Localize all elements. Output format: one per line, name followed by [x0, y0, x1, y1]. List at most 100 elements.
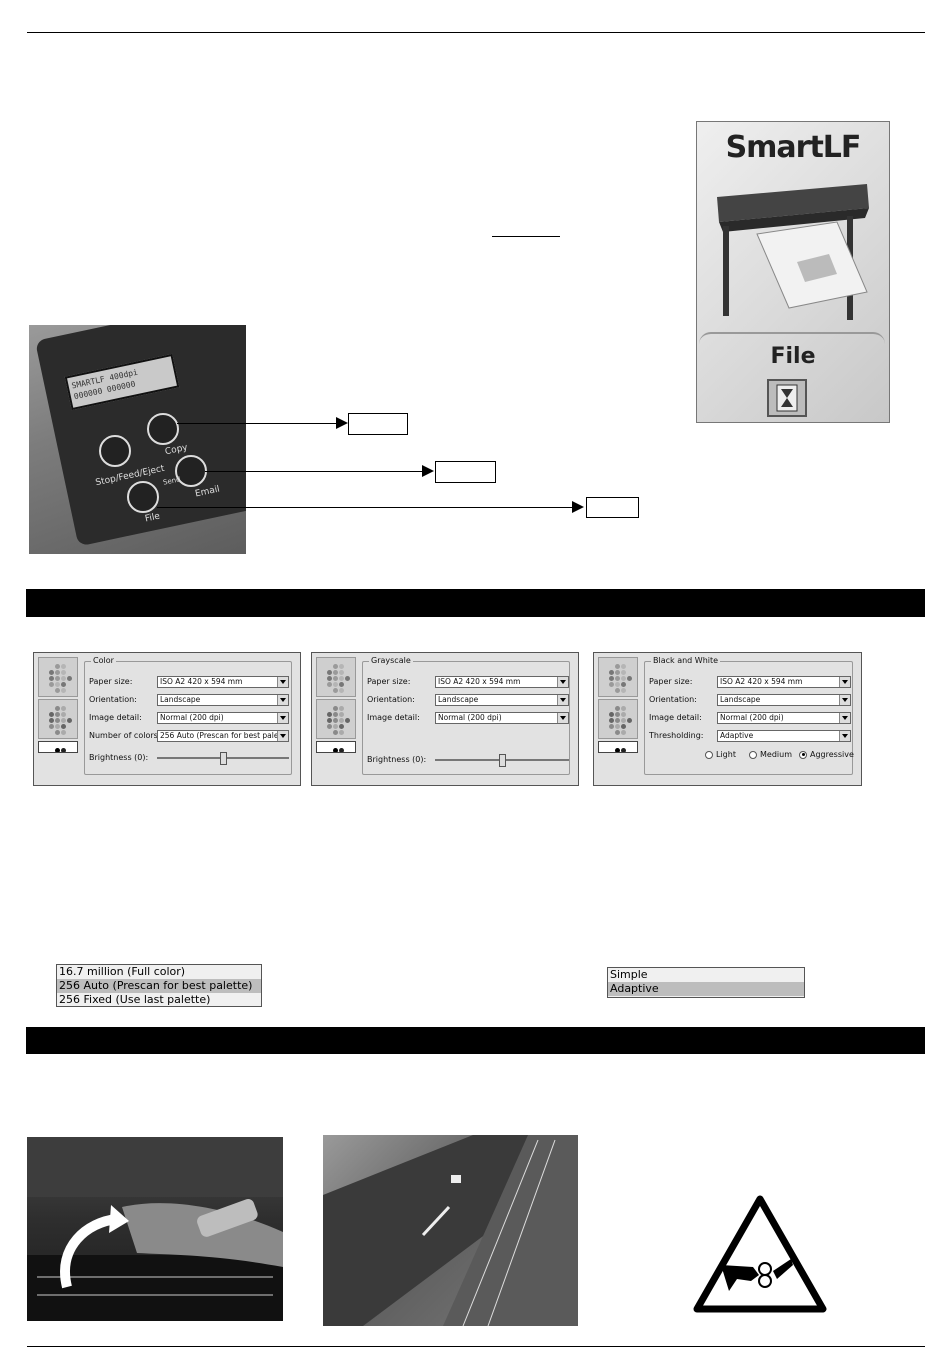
tab-dot-icon: [615, 676, 620, 681]
tab-dot-icon: [339, 676, 344, 681]
chevron-down-icon[interactable]: [277, 713, 288, 723]
callout-box-email: [435, 461, 496, 483]
tab-dot-icon: [339, 688, 344, 693]
chevron-down-icon[interactable]: [277, 731, 288, 741]
color-option-fixed[interactable]: 256 Fixed (Use last palette): [59, 993, 211, 1006]
thresholding-value: Adaptive: [720, 731, 754, 740]
chevron-down-icon[interactable]: [839, 677, 850, 687]
tab-dot-icon: [621, 730, 626, 735]
brightness-slider-thumb[interactable]: [220, 752, 227, 765]
tab-dot-icon: [339, 682, 344, 687]
tab-dot-icon: [621, 718, 626, 723]
threshold-option-adaptive[interactable]: Adaptive: [608, 982, 804, 996]
tab-dot-icon: [55, 718, 60, 723]
orientation-select[interactable]: Landscape: [157, 694, 289, 706]
tab-dot-icon: [49, 724, 54, 729]
radio-aggressive[interactable]: Aggressive: [799, 750, 854, 759]
grayscale-mode-tab[interactable]: [316, 699, 356, 739]
paper-size-select[interactable]: ISO A2 420 x 594 mm: [717, 676, 851, 688]
image-detail-select[interactable]: Normal (200 dpi): [435, 712, 569, 724]
tab-dot-icon: [615, 730, 620, 735]
paper-size-label: Paper size:: [89, 677, 133, 686]
scanner-bed-photo: [323, 1135, 578, 1326]
tab-dot-icon: [339, 748, 344, 752]
color-mode-tab[interactable]: [598, 657, 638, 697]
top-rule: [27, 32, 925, 33]
radio-light[interactable]: Light: [705, 750, 736, 759]
bw-mode-tab[interactable]: [316, 741, 356, 753]
bw-mode-tab[interactable]: [598, 741, 638, 753]
image-detail-value: Normal (200 dpi): [720, 713, 784, 722]
paper-size-value: ISO A2 420 x 594 mm: [438, 677, 521, 686]
color-group: Color Paper size: ISO A2 420 x 594 mm Or…: [84, 656, 292, 775]
tab-dot-icon: [55, 670, 60, 675]
tab-dot-icon: [333, 724, 338, 729]
section-bar-scan-settings: [26, 589, 925, 617]
paper-size-select[interactable]: ISO A2 420 x 594 mm: [435, 676, 569, 688]
chevron-down-icon[interactable]: [839, 731, 850, 741]
radio-aggressive-indicator[interactable]: [799, 750, 807, 759]
tab-dot-icon: [627, 676, 632, 681]
lid-opening-photo: [27, 1137, 283, 1321]
tab-dot-icon: [49, 676, 54, 681]
radio-light-indicator[interactable]: [705, 750, 713, 759]
control-panel-photo: SMARTLF 400dpi 000000 000000 Stop/Feed/E…: [29, 325, 246, 554]
callout-line-email: [205, 471, 423, 472]
callout-line-copy: [177, 423, 337, 424]
colors-select[interactable]: 256 Auto (Prescan for best palette): [157, 730, 289, 742]
bw-mode-tab[interactable]: [38, 741, 78, 753]
tab-dot-icon: [55, 682, 60, 687]
smartlf-panel: SmartLF File: [696, 121, 890, 423]
paper-size-select[interactable]: ISO A2 420 x 594 mm: [157, 676, 289, 688]
chevron-down-icon[interactable]: [277, 695, 288, 705]
tab-dot-icon: [621, 682, 626, 687]
brightness-slider-thumb[interactable]: [499, 754, 506, 767]
grayscale-group-title: Grayscale: [369, 656, 413, 665]
tab-dot-icon: [55, 730, 60, 735]
tab-dot-icon: [49, 682, 54, 687]
hourglass-icon[interactable]: [767, 379, 807, 417]
grayscale-mode-tab[interactable]: [598, 699, 638, 739]
color-option-auto[interactable]: 256 Auto (Prescan for best palette): [57, 979, 261, 993]
image-detail-label: Image detail:: [649, 713, 702, 722]
tab-dot-icon: [333, 712, 338, 717]
paper-size-value: ISO A2 420 x 594 mm: [720, 677, 803, 686]
tab-dot-icon: [609, 670, 614, 675]
color-mode-tab[interactable]: [316, 657, 356, 697]
grayscale-mode-tab[interactable]: [38, 699, 78, 739]
callout-line-file: [157, 507, 573, 508]
chevron-down-icon[interactable]: [277, 677, 288, 687]
image-detail-select[interactable]: Normal (200 dpi): [157, 712, 289, 724]
chevron-down-icon[interactable]: [557, 695, 568, 705]
tab-dot-icon: [333, 664, 338, 669]
radio-medium[interactable]: Medium: [749, 750, 792, 759]
section-bar-maintenance: [26, 1027, 925, 1054]
tab-dot-icon: [339, 718, 344, 723]
image-detail-label: Image detail:: [89, 713, 142, 722]
chevron-down-icon[interactable]: [557, 677, 568, 687]
thresholding-select[interactable]: Adaptive: [717, 730, 851, 742]
control-panel-plate: [35, 325, 246, 547]
file-icon: [127, 481, 159, 513]
tab-dot-icon: [61, 748, 66, 752]
tab-dot-icon: [61, 682, 66, 687]
image-detail-row: Image detail: Normal (200 dpi): [367, 712, 569, 724]
tab-dot-icon: [61, 706, 66, 711]
tab-dot-icon: [615, 706, 620, 711]
color-option-full[interactable]: 16.7 million (Full color): [59, 965, 186, 978]
chevron-down-icon[interactable]: [557, 713, 568, 723]
color-mode-tab[interactable]: [38, 657, 78, 697]
tab-dot-icon: [55, 676, 60, 681]
hand-and-arrow-illustration: [27, 1137, 283, 1321]
chevron-down-icon[interactable]: [839, 713, 850, 723]
radio-medium-indicator[interactable]: [749, 750, 757, 759]
chevron-down-icon[interactable]: [839, 695, 850, 705]
image-detail-select[interactable]: Normal (200 dpi): [717, 712, 851, 724]
bw-settings-dialog: Black and White Paper size: ISO A2 420 x…: [593, 652, 862, 786]
mode-tabs: [596, 655, 640, 783]
image-detail-row: Image detail: Normal (200 dpi): [89, 712, 289, 724]
orientation-select[interactable]: Landscape: [435, 694, 569, 706]
threshold-option-simple[interactable]: Simple: [610, 968, 648, 981]
tab-dot-icon: [55, 688, 60, 693]
orientation-select[interactable]: Landscape: [717, 694, 851, 706]
